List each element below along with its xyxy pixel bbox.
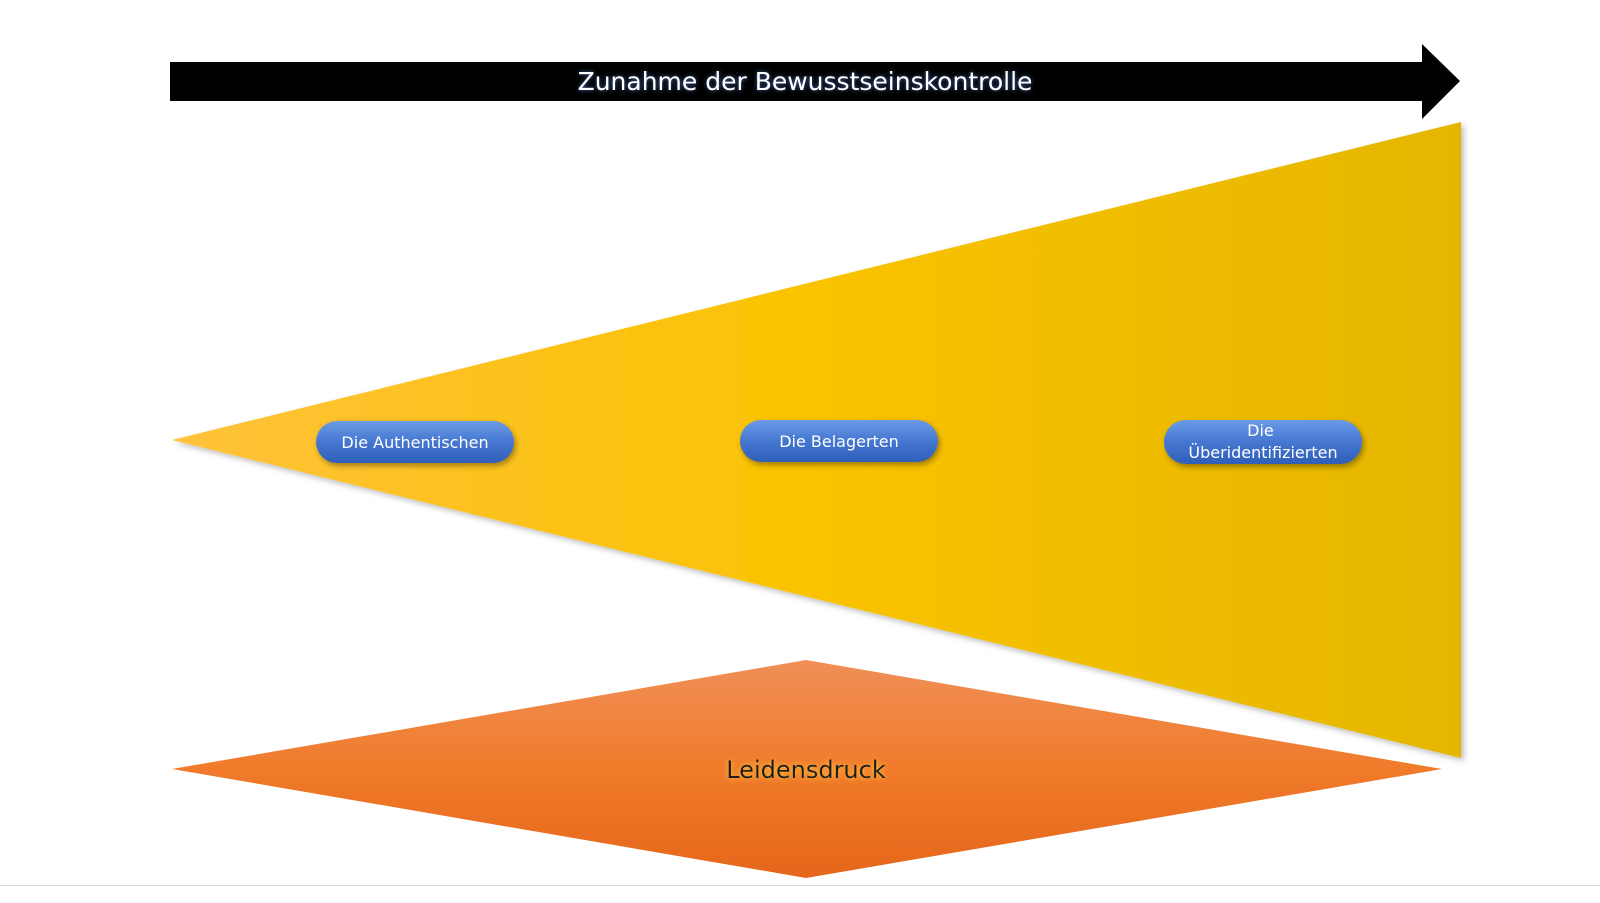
diamond-shape <box>172 660 1442 878</box>
pill-shape <box>1164 420 1362 464</box>
pill-label: Die Authentischen <box>341 433 488 452</box>
bottom-divider <box>0 885 1600 886</box>
pill-authentic: Die Authentischen <box>316 421 514 463</box>
suffering-pressure-diamond: Leidensdruck <box>172 660 1442 878</box>
pill-label: Die Belagerten <box>779 432 899 451</box>
consciousness-control-arrow: Zunahme der Bewusstseinskontrolle <box>170 44 1460 119</box>
pill-label: Die Überidentifizierten <box>1188 421 1337 462</box>
pill-shape <box>316 421 514 463</box>
pill-label-line: Die Authentischen <box>341 433 488 452</box>
pill-besieged: Die Belagerten <box>740 420 938 462</box>
pill-label-line: Die <box>1247 421 1274 440</box>
pill-label-line: Die Belagerten <box>779 432 899 451</box>
pill-label-line: Überidentifizierten <box>1188 443 1337 462</box>
diamond-label: Leidensdruck <box>726 756 886 784</box>
arrow-shape <box>170 44 1460 119</box>
pill-shape <box>740 420 938 462</box>
arrow-title: Zunahme der Bewusstseinskontrolle <box>578 67 1033 96</box>
pill-overidentified: Die Überidentifizierten <box>1164 420 1362 464</box>
